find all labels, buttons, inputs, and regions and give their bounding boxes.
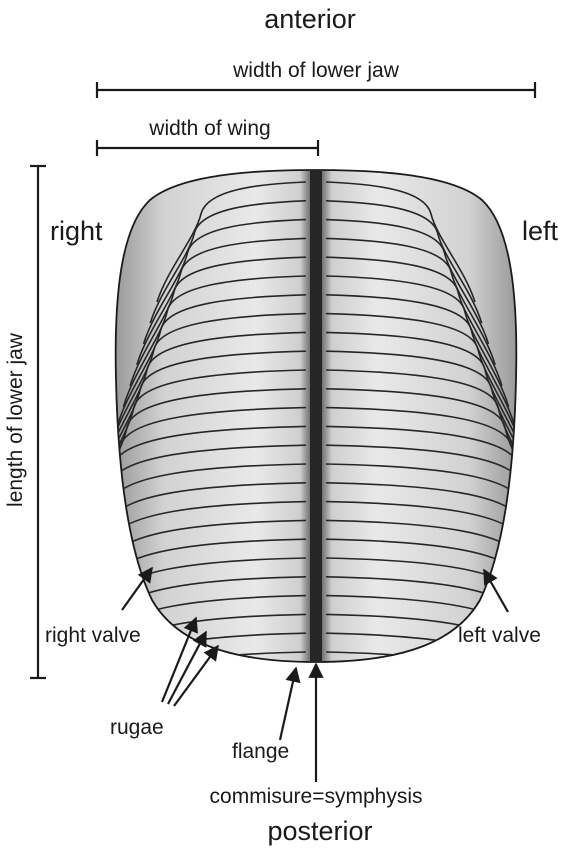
symphysis-line xyxy=(310,170,322,662)
left-valve-arrow xyxy=(484,570,508,612)
flange-arrow xyxy=(280,668,296,740)
right-side-label: right xyxy=(50,216,103,246)
width-of-lower-jaw-label: width of lower jaw xyxy=(232,59,400,82)
left-side-label: left xyxy=(522,216,559,246)
right-valve-label: right valve xyxy=(45,624,141,647)
width-of-wing-label: width of wing xyxy=(148,117,270,140)
width-of-wing-bar xyxy=(97,140,318,156)
posterior-label: posterior xyxy=(267,816,372,846)
width-of-lower-jaw-bar xyxy=(97,82,535,98)
flange-label: flange xyxy=(232,740,289,763)
rugae-label: rugae xyxy=(110,716,164,739)
length-of-lower-jaw-label: length of lower jaw xyxy=(4,332,27,507)
left-valve-label: left valve xyxy=(458,624,541,647)
commisure-label: commisure=symphysis xyxy=(210,785,423,808)
length-of-lower-jaw-bar xyxy=(30,166,46,678)
anterior-label: anterior xyxy=(264,4,356,34)
